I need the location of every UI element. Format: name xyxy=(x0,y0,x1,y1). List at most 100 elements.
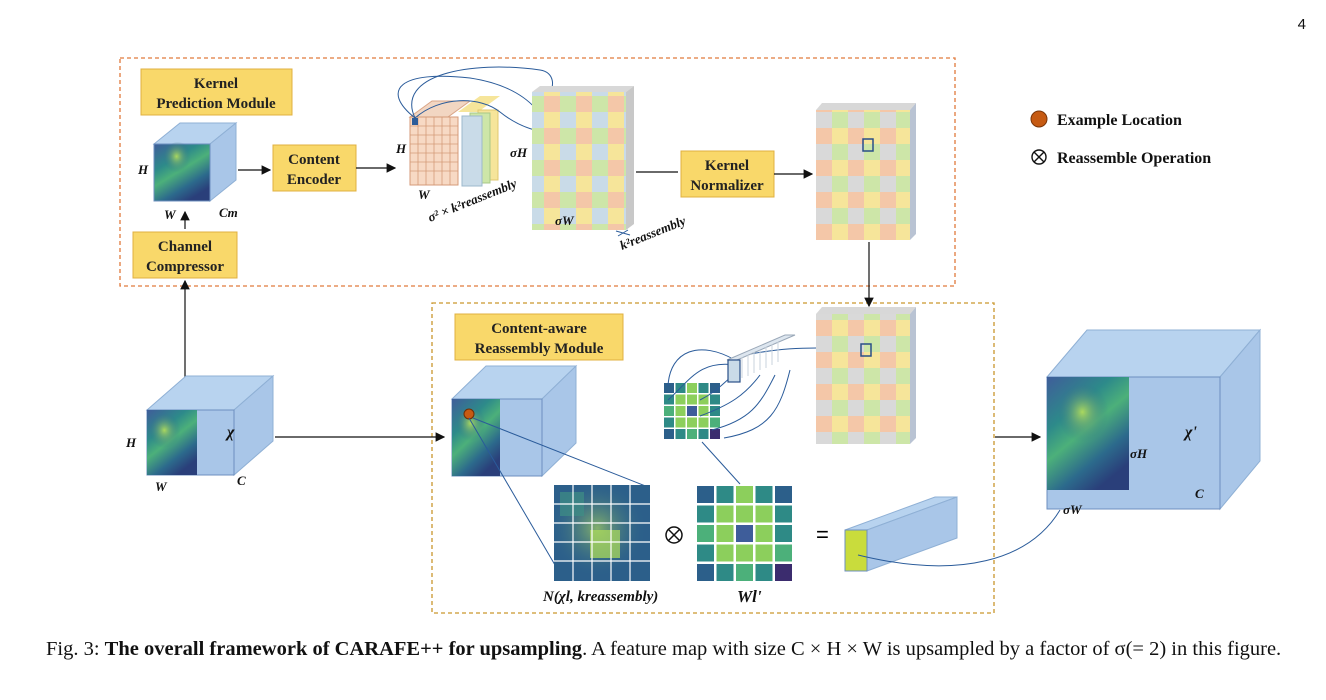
kernel-cell xyxy=(736,564,753,581)
x-arrow-icon xyxy=(615,229,631,237)
kernel-cell xyxy=(710,394,720,405)
kernel-cell xyxy=(755,564,773,581)
carafe-framework-diagram: Kernel Prediction Module H W Cm Content … xyxy=(119,57,1262,614)
svg-text:Content-aware: Content-aware xyxy=(491,321,587,337)
label-W-kernel: W xyxy=(418,187,431,202)
svg-text:Reassemble Operation: Reassemble Operation xyxy=(1057,150,1211,167)
caption-body: . A feature map with size C × H × W is u… xyxy=(582,638,1282,660)
input-feature-cube xyxy=(145,374,275,477)
kernel-cell xyxy=(698,394,709,405)
normalized-kernel-map xyxy=(816,103,916,240)
mini-kernel-stack xyxy=(726,334,796,383)
label-chi: χ xyxy=(225,424,235,441)
kernel-cell xyxy=(697,544,714,562)
label-C: C xyxy=(237,473,246,488)
kernel-cell xyxy=(675,394,686,405)
kernel-cell xyxy=(687,406,697,416)
kernel-cell xyxy=(687,429,697,439)
kernel-cell xyxy=(664,406,674,416)
neighborhood-grid xyxy=(554,485,650,581)
kernel-cell xyxy=(675,429,686,439)
kernel-cell xyxy=(755,486,773,503)
kernel-cell xyxy=(710,417,720,428)
content-encoder-box: Content Encoder xyxy=(272,144,357,192)
kernel-cell xyxy=(775,486,792,503)
label-W: W xyxy=(164,207,177,222)
kernel-cell xyxy=(687,417,697,428)
svg-text:Normalizer: Normalizer xyxy=(690,178,764,194)
output-column xyxy=(844,496,958,572)
label-sigmaW-out: σW xyxy=(1063,502,1083,517)
kernel-cell xyxy=(698,383,709,393)
svg-text:Reassembly Module: Reassembly Module xyxy=(475,341,604,357)
reassembly-input-cube xyxy=(450,364,578,478)
label-chi-prime: χ' xyxy=(1183,424,1197,441)
kernel-cell xyxy=(664,429,674,439)
kernel-cell xyxy=(716,525,734,542)
kernel-cell xyxy=(716,544,734,562)
label-H-input: H xyxy=(125,435,137,450)
kernel-cell xyxy=(775,505,792,523)
caption-title: The overall framework of CARAFE++ for up… xyxy=(104,638,583,660)
svg-text:Kernel: Kernel xyxy=(705,158,749,174)
kernel-cell xyxy=(698,406,709,416)
kernel-cell xyxy=(775,525,792,542)
legend: Example Location Reassemble Operation xyxy=(1030,110,1211,167)
reassembly-kernel-map xyxy=(816,307,916,444)
label-H-kernel: H xyxy=(395,141,407,156)
kernel-cell xyxy=(710,383,720,393)
kernel-cell xyxy=(675,417,686,428)
page-number: 4 xyxy=(1297,16,1306,33)
reassembly-frame xyxy=(431,302,995,614)
kernel-cell xyxy=(716,505,734,523)
kernel-normalizer-box: Kernel Normalizer xyxy=(680,150,775,198)
svg-text:Compressor: Compressor xyxy=(146,259,224,275)
svg-text:Kernel: Kernel xyxy=(194,76,238,92)
kernel-cell xyxy=(698,429,709,439)
kernel-cell xyxy=(716,564,734,581)
kernel-cell xyxy=(664,417,674,428)
svg-text:Prediction Module: Prediction Module xyxy=(156,96,276,112)
example-location-icon xyxy=(1030,110,1048,128)
kernel-prediction-frame xyxy=(119,57,956,287)
kernel-cell xyxy=(710,406,720,416)
svg-text:Channel: Channel xyxy=(158,239,212,255)
caption-prefix: Fig. 3: xyxy=(46,638,105,660)
kernel-cell xyxy=(687,394,697,405)
reassembly-label-box: Content-aware Reassembly Module xyxy=(454,313,624,361)
kernel-prediction-label-box: Kernel Prediction Module xyxy=(140,68,293,116)
kernel-cell xyxy=(755,505,773,523)
label-W-input: W xyxy=(155,479,168,494)
kernel-cell xyxy=(697,525,714,542)
kernel-cell xyxy=(736,544,753,562)
svg-text:Encoder: Encoder xyxy=(287,172,342,188)
kernel-cell xyxy=(775,564,792,581)
kernel-cell xyxy=(775,544,792,562)
otimes-icon xyxy=(665,526,683,544)
label-H: H xyxy=(137,162,149,177)
kernel-stack xyxy=(408,96,500,187)
kernel-cell xyxy=(736,525,753,542)
equals-sign: = xyxy=(816,522,829,547)
output-feature-cube xyxy=(1045,328,1262,511)
compressed-feature-cube xyxy=(152,121,238,203)
example-location-marker xyxy=(463,408,475,420)
kernel-cell xyxy=(697,564,714,581)
kernel-weight-grid xyxy=(697,486,795,582)
kernel-cell xyxy=(698,417,709,428)
kernel-cell xyxy=(710,429,720,439)
kernel-cell xyxy=(755,525,773,542)
kernel-cell xyxy=(755,544,773,562)
label-kernel-w: Wl' xyxy=(737,587,762,606)
channel-compressor-box: Channel Compressor xyxy=(132,231,238,279)
upsampled-kernel-map xyxy=(532,86,634,230)
svg-text:Content: Content xyxy=(288,152,340,168)
label-sigmaH: σH xyxy=(510,145,528,160)
kernel-cell xyxy=(736,505,753,523)
figure-caption: Fig. 3: The overall framework of CARAFE+… xyxy=(46,637,1316,661)
label-C-out: C xyxy=(1195,486,1204,501)
kernel-cell xyxy=(675,406,686,416)
kernel-cell xyxy=(716,486,734,503)
kernel-cell xyxy=(697,486,714,503)
svg-text:Example Location: Example Location xyxy=(1057,112,1182,129)
